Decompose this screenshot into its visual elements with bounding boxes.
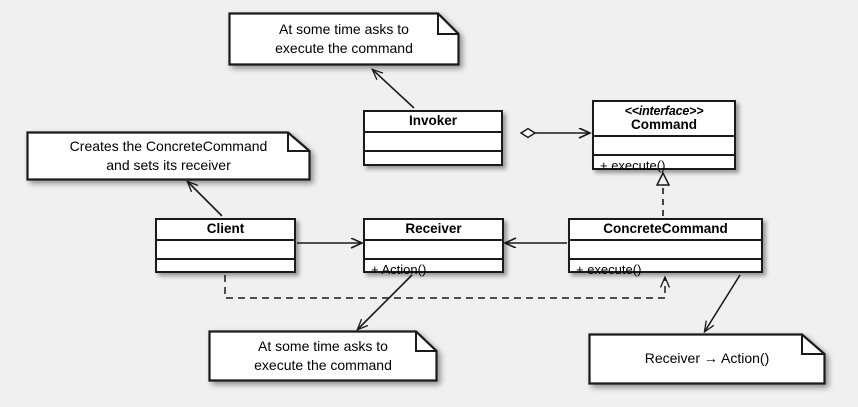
- class-operations-concretecommand: + execute(): [576, 262, 642, 277]
- note-client[interactable]: Creates the ConcreteCommand and sets its…: [26, 131, 311, 181]
- class-attributes-client: [157, 241, 294, 260]
- class-operations-client: [157, 260, 294, 279]
- class-box-concretecommand[interactable]: ConcreteCommand + execute(): [568, 218, 763, 277]
- note-invoker[interactable]: At some time asks to execute the command: [228, 12, 460, 66]
- note-shape: [588, 333, 826, 385]
- note-receiver[interactable]: At some time asks to execute the command: [208, 330, 438, 382]
- class-attributes-command: [594, 137, 734, 156]
- edge-note-link-concretecommand: [705, 274, 741, 331]
- class-name-client: Client: [157, 220, 294, 241]
- edge-note-link-client: [188, 182, 223, 217]
- note-receiver-text: At some time asks to execute the command: [254, 338, 392, 373]
- class-title-command: Command: [630, 117, 697, 132]
- class-operations-invoker: [365, 152, 501, 171]
- class-attributes-receiver: [365, 241, 502, 260]
- class-name-invoker: Invoker: [365, 112, 501, 133]
- note-concretecommand-text: Receiver → Action(): [644, 350, 770, 366]
- class-box-client[interactable]: Client: [155, 218, 296, 273]
- class-attributes-concretecommand: [570, 241, 761, 260]
- class-name-concretecommand: ConcreteCommand: [570, 220, 761, 241]
- class-name-command: <<interface>> Command: [594, 102, 734, 137]
- class-stereotype-command: <<interface>>: [624, 104, 704, 118]
- class-box-invoker[interactable]: Invoker: [363, 110, 503, 166]
- class-name-receiver: Receiver: [365, 220, 502, 241]
- note-concretecommand[interactable]: Receiver → Action(): [588, 333, 826, 385]
- class-attributes-invoker: [365, 133, 501, 152]
- note-invoker-text: At some time asks to execute the command: [275, 21, 413, 56]
- class-box-command[interactable]: <<interface>> Command + execute(): [592, 100, 736, 173]
- edge-note-link-invoker: [373, 70, 415, 109]
- note-shape: [208, 330, 438, 382]
- class-operations-receiver: + Action(): [371, 262, 427, 277]
- edge-note-link-receiver: [358, 274, 413, 329]
- note-shape: [26, 131, 311, 181]
- class-operations-command: + execute(): [600, 158, 666, 173]
- note-client-text: Creates the ConcreteCommand and sets its…: [69, 138, 268, 173]
- class-box-receiver[interactable]: Receiver + Action(): [363, 218, 504, 277]
- note-shape: [228, 12, 460, 66]
